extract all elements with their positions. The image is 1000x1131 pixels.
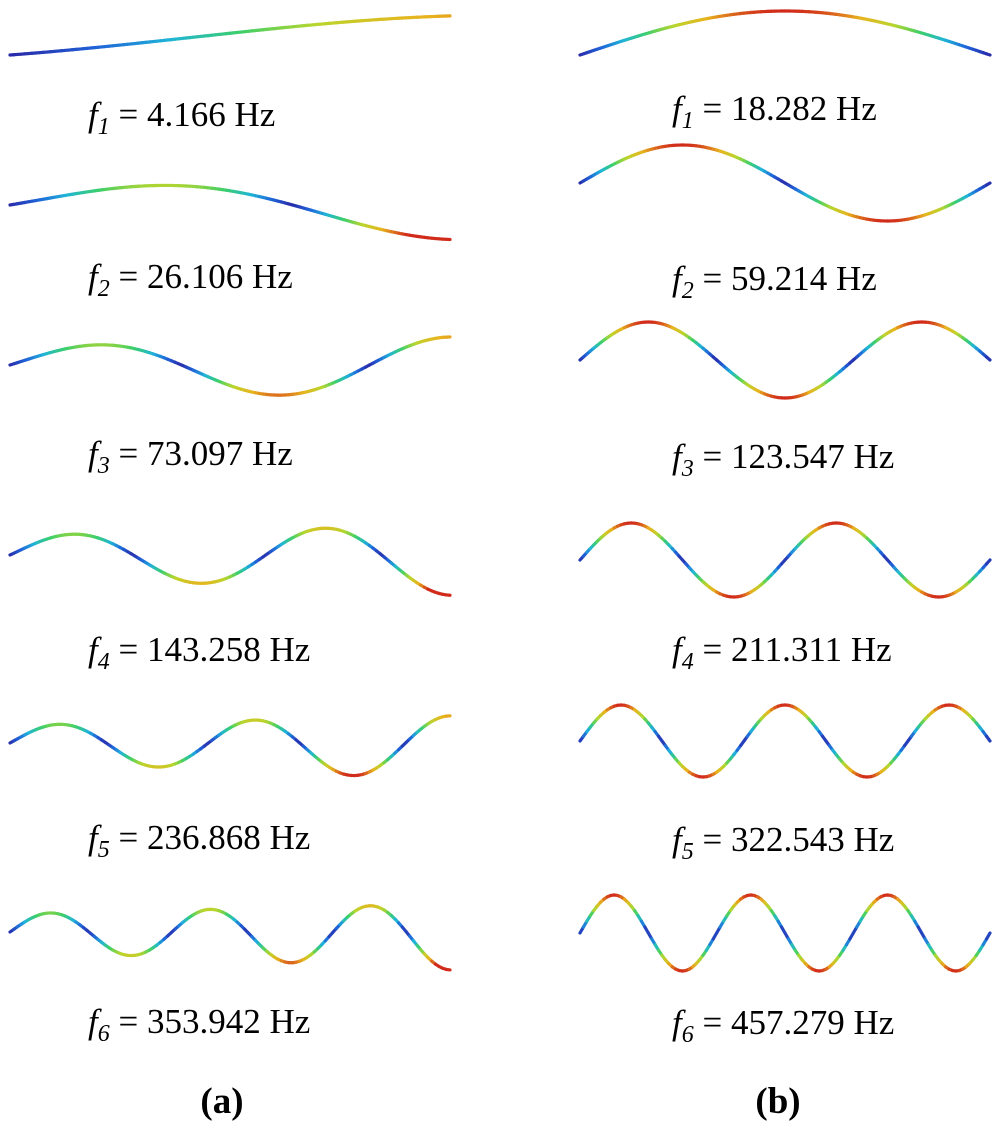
mode-label-b-1: f1 = 18.282 Hz (672, 89, 877, 134)
mode-label-b-3: f3 = 123.547 Hz (672, 437, 894, 482)
mode-label-b-5: f5 = 322.543 Hz (672, 820, 894, 865)
mode-label-b-4: f4 = 211.311 Hz (672, 630, 892, 675)
panel-tag-b: (b) (755, 1081, 800, 1122)
mode-label-a-6: f6 = 353.942 Hz (88, 1002, 310, 1047)
mode-shape-segment-b-2 (984, 181, 992, 187)
mode-shape-segment-b-5 (984, 734, 992, 743)
mode-label-a-3: f3 = 73.097 Hz (88, 434, 293, 479)
mode-shape-segment-b-1 (984, 52, 992, 57)
mode-label-b-2: f2 = 59.214 Hz (672, 259, 877, 304)
mode-label-a-2: f2 = 26.106 Hz (88, 257, 293, 302)
mode-label-b-6: f6 = 457.279 Hz (672, 1003, 894, 1048)
mode-shape-segment-b-3 (984, 355, 992, 362)
mode-label-a-1: f1 = 4.166 Hz (88, 95, 275, 140)
mode-shape-segment-b-6 (984, 931, 992, 941)
panel-tag-a: (a) (200, 1081, 243, 1122)
mode-label-a-5: f5 = 236.868 Hz (88, 818, 310, 863)
mode-shape-segment-a-6 (444, 967, 452, 972)
mode-shape-segment-b-4 (984, 558, 992, 566)
mode-shape-curves (8, 9, 992, 973)
mode-label-a-4: f4 = 143.258 Hz (88, 630, 310, 675)
